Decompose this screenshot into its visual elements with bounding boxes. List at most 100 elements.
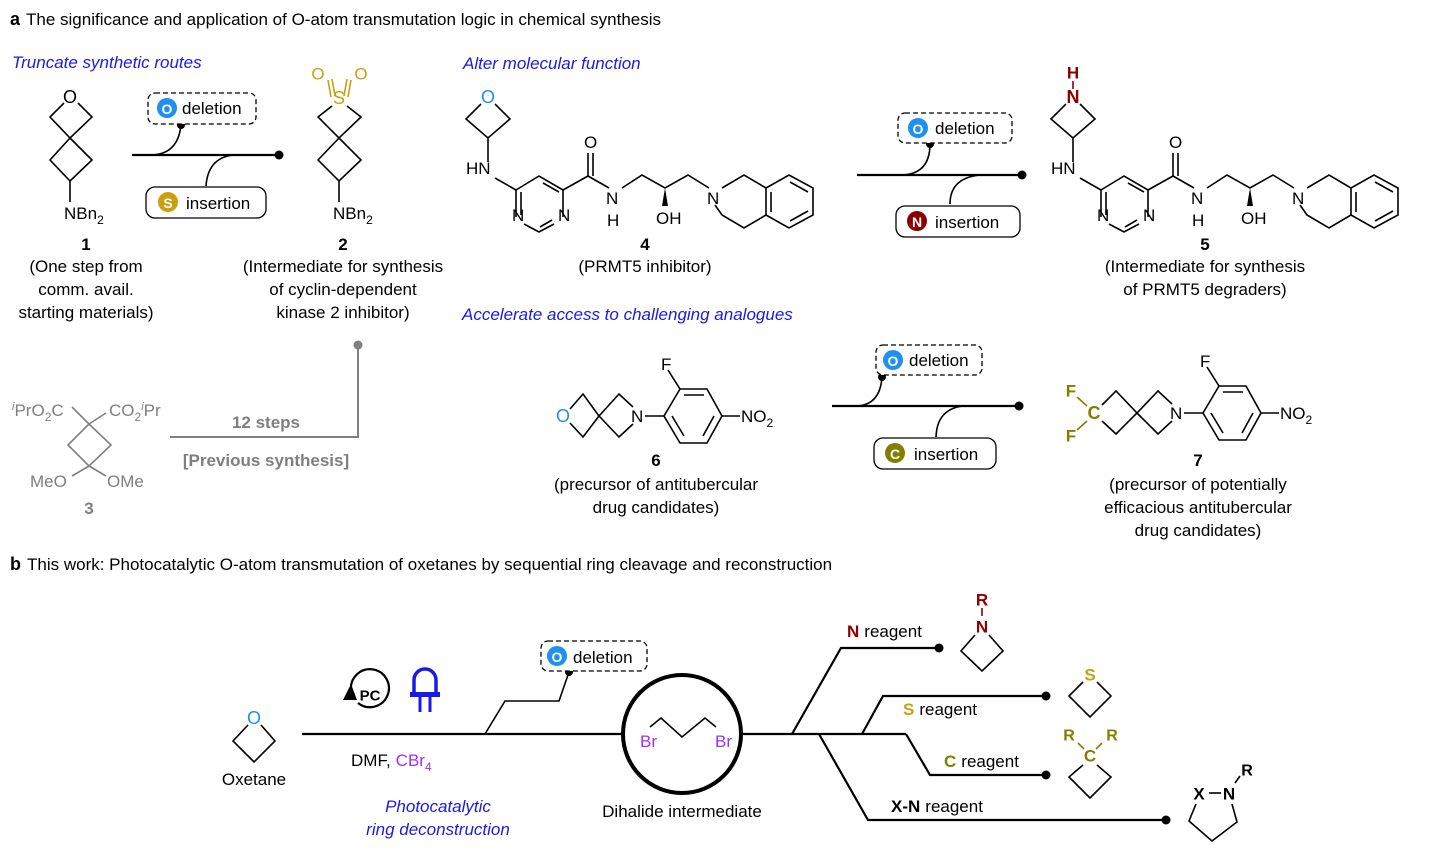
compound-4-number: 4: [640, 235, 650, 254]
panel-b-title: This work: Photocatalytic O-atom transmu…: [27, 555, 832, 574]
svg-text:N: N: [707, 189, 719, 208]
svg-text:PC: PC: [360, 688, 381, 705]
svg-text:N: N: [976, 618, 988, 637]
n-insertion-tag: N insertion: [895, 205, 1021, 238]
svg-text:Br: Br: [715, 732, 732, 751]
svg-text:N: N: [606, 189, 618, 208]
o-deletion-tag-2: O deletion: [897, 112, 1013, 144]
svg-text:H: H: [1067, 64, 1079, 83]
svg-text:NO2: NO2: [741, 407, 774, 430]
svg-text:deletion: deletion: [573, 648, 633, 667]
svg-text:O: O: [311, 65, 324, 84]
step-label-2: ring deconstruction: [366, 820, 510, 839]
oxygen-atom: O: [63, 87, 77, 107]
svg-text:N: N: [512, 206, 524, 225]
compound-7-caption-1: (precursor of potentially: [1109, 475, 1287, 494]
svg-text:F: F: [1066, 427, 1076, 446]
svg-text:F: F: [1200, 352, 1210, 371]
o-deletion-tag-b: O deletion: [540, 640, 648, 672]
svg-text:O: O: [1169, 133, 1182, 152]
conditions: DMF,CBr4: [351, 751, 432, 774]
compound-2-caption-3: kinase 2 inhibitor): [276, 303, 409, 322]
svg-text:R: R: [976, 591, 988, 610]
step-label-1: Photocatalytic: [385, 797, 491, 816]
s-insertion-tag: S insertion: [145, 186, 267, 219]
reagent-branches: [741, 643, 1171, 825]
svg-text:S: S: [163, 195, 172, 211]
cyclobutane-product: R R C: [1063, 728, 1118, 800]
svg-text:O: O: [584, 133, 597, 152]
compound-1-structure: O NBn2 1 (One step from comm. avail. sta…: [18, 87, 153, 322]
compound-5-caption-2: of PRMT5 degraders): [1123, 280, 1286, 299]
c-insertion-tag: C insertion: [873, 437, 997, 470]
svg-text:N: N: [912, 214, 922, 230]
svg-text:N: N: [1143, 206, 1155, 225]
svg-text:iPrO2C: iPrO2C: [12, 401, 64, 424]
oxetane-label: Oxetane: [222, 770, 286, 789]
sulfur-atom: S: [333, 88, 345, 108]
svg-text:NO2: NO2: [1280, 404, 1313, 427]
svg-text:N: N: [1292, 189, 1304, 208]
svg-text:insertion: insertion: [914, 445, 978, 464]
svg-text:R: R: [1063, 728, 1075, 745]
svg-text:N: N: [1097, 206, 1109, 225]
svg-text:HN: HN: [466, 159, 491, 178]
oxetane-structure: O Oxetane: [222, 708, 286, 789]
compound-7-caption-2: efficacious antitubercular: [1104, 498, 1292, 517]
svg-text:deletion: deletion: [909, 351, 969, 370]
svg-text:O: O: [162, 101, 173, 117]
svg-text:deletion: deletion: [182, 99, 242, 118]
compound-4-structure: O HN N N O N H OH N 4 (PRMT5 inhibitor): [464, 87, 814, 276]
previous-synthesis-route: 12 steps [Previous synthesis]: [170, 340, 363, 470]
compound-5-structure: H N HN N N O N H OH N: [1049, 64, 1399, 233]
svg-text:N: N: [1067, 87, 1080, 107]
compound-7-structure: F F C N F NO2 7 (precursor of potentiall…: [1066, 352, 1313, 540]
compound-1-caption-1: (One step from: [29, 257, 142, 276]
steps-count: 12 steps: [232, 413, 300, 432]
compound-6-caption-2: drug candidates): [593, 498, 720, 517]
compound-2-structure: O O S NBn2 2 (Intermediate for synthesis…: [243, 65, 443, 323]
azetidine-product: R N: [959, 591, 1005, 673]
svg-text:OH: OH: [1241, 209, 1267, 228]
svg-text:insertion: insertion: [935, 213, 999, 232]
o-deletion-tag: O deletion: [147, 92, 257, 125]
svg-text:O: O: [556, 406, 570, 426]
previous-synthesis-note: [Previous synthesis]: [183, 451, 349, 470]
svg-text:X: X: [1193, 785, 1205, 804]
svg-text:HN: HN: [1051, 159, 1076, 178]
svg-text:OH: OH: [656, 209, 682, 228]
compound-2-substituent: NBn2: [333, 204, 373, 227]
led-light-icon: [410, 667, 440, 712]
section-alter: Alter molecular function: [462, 54, 641, 73]
transmutation-arrow-1-2: O deletion S insertion: [132, 92, 284, 219]
compound-4-caption: (PRMT5 inhibitor): [578, 257, 711, 276]
svg-text:N: N: [1170, 404, 1182, 423]
compound-6-caption-1: (precursor of antitubercular: [554, 475, 758, 494]
svg-text:CO2iPr: CO2iPr: [109, 401, 161, 424]
svg-text:Br: Br: [640, 732, 657, 751]
svg-text:H: H: [607, 211, 619, 230]
compound-7-number: 7: [1193, 451, 1202, 470]
svg-text:MeO: MeO: [30, 472, 67, 491]
pyrrolidine-product: X N R: [1188, 763, 1253, 843]
svg-text:O: O: [354, 65, 367, 84]
svg-text:deletion: deletion: [935, 119, 995, 138]
deletion-branch: [484, 671, 570, 735]
svg-text:O: O: [888, 353, 899, 369]
svg-text:N: N: [631, 407, 643, 426]
svg-text:F: F: [1066, 382, 1076, 401]
thietane-product: S: [1067, 666, 1113, 719]
compound-6-structure: O N F NO2 6 (precursor of antitubercular…: [554, 355, 774, 517]
svg-text:N: N: [1191, 189, 1203, 208]
o-deletion-tag-3: O deletion: [875, 344, 983, 376]
svg-text:O: O: [913, 121, 924, 137]
compound-6-number: 6: [651, 451, 660, 470]
